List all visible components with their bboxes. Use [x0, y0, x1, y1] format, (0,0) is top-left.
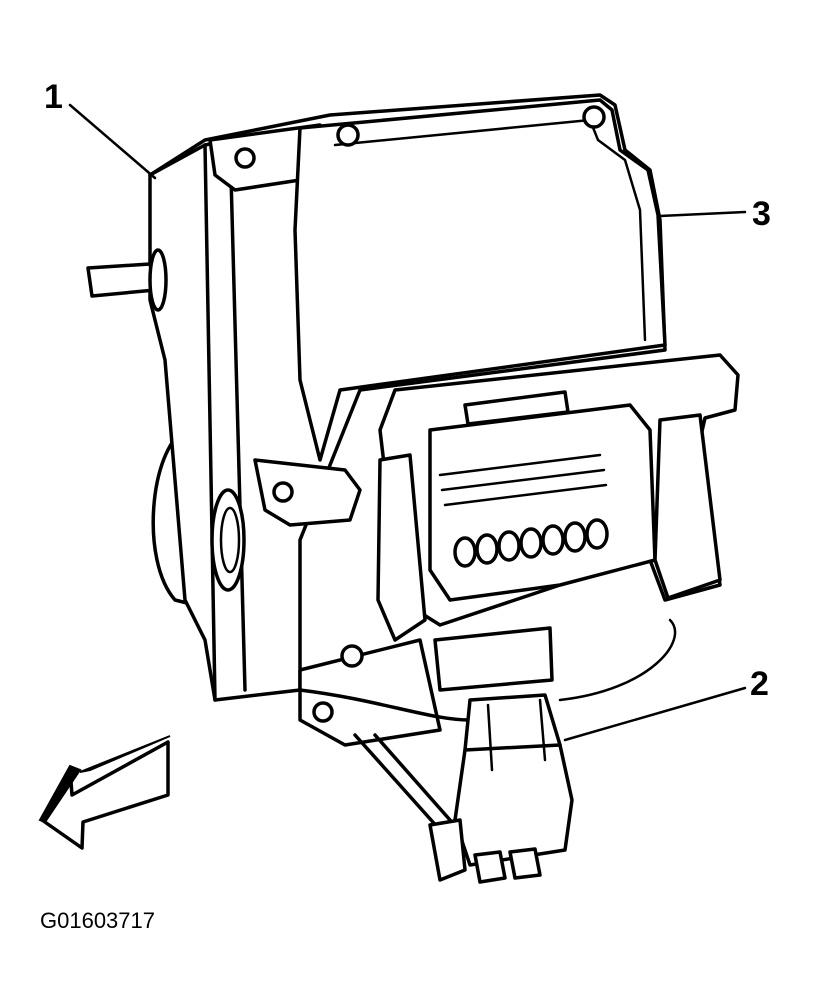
connector-pins — [453, 518, 609, 568]
callout-leaders — [68, 103, 747, 742]
direction-arrow — [38, 735, 171, 850]
callout-3: 3 — [752, 195, 771, 233]
leader-2 — [563, 686, 747, 742]
leader-3 — [658, 210, 747, 218]
callout-2: 2 — [750, 665, 769, 703]
connector-block — [376, 353, 740, 692]
figure-id: G01603717 — [40, 908, 155, 933]
callout-1: 1 — [44, 78, 63, 116]
module-body — [86, 93, 667, 702]
harness-connector — [428, 693, 574, 884]
leader-1 — [68, 103, 157, 180]
lower-plate — [298, 618, 677, 832]
